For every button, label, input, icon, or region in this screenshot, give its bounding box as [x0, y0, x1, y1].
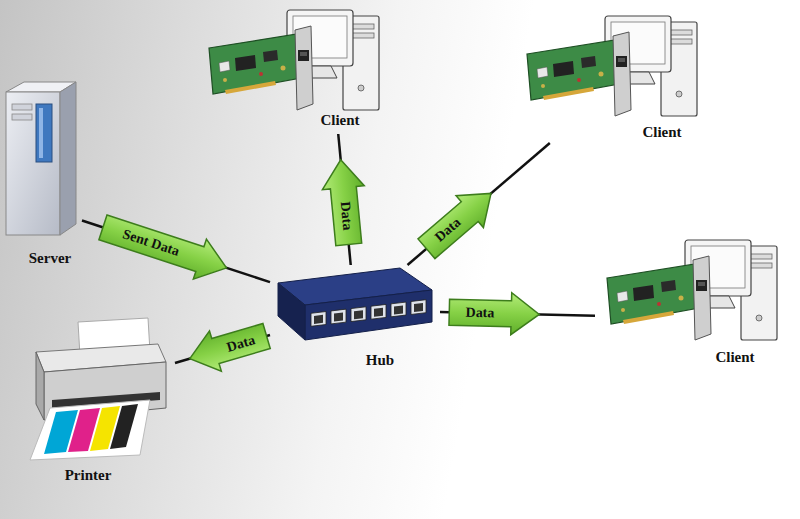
flow-arrow [320, 158, 370, 247]
network-hub: Hub [270, 265, 440, 370]
link-group [440, 291, 595, 335]
device-label: Client [320, 111, 359, 129]
flow-label: Data [225, 332, 257, 355]
flow-label: Data [432, 215, 464, 246]
network-cable [338, 134, 350, 265]
network-cable [175, 335, 270, 363]
printer-illustration [30, 318, 166, 460]
device-label: Printer [65, 466, 112, 484]
flow-arrow [184, 316, 273, 379]
client-computer: Client [200, 8, 380, 134]
flow-label: Data [337, 201, 356, 231]
network-cable [408, 143, 550, 265]
server-tower [6, 82, 76, 235]
flow-arrow [96, 207, 233, 287]
network-cable [82, 220, 270, 282]
device-label: Client [642, 123, 681, 141]
flow-arrow [413, 177, 505, 264]
flow-label: Sent Data [121, 226, 182, 260]
link-group [82, 207, 270, 287]
flow-arrow [449, 291, 540, 335]
client-computer: Client [595, 232, 775, 367]
server-tower: Server [0, 78, 82, 273]
flow-label: Data [466, 305, 495, 322]
client-computer-icon [607, 240, 777, 340]
client-computer-icon [209, 10, 379, 110]
network-hub [278, 268, 432, 340]
device-label: Client [715, 348, 754, 366]
link-group [320, 134, 370, 265]
client-computer: Client [520, 8, 710, 143]
device-label: Server [29, 249, 71, 267]
link-group [408, 143, 550, 265]
client-computer-icon [527, 16, 697, 116]
device-label: Hub [366, 351, 394, 369]
network-cable [440, 312, 595, 316]
printer: Printer [25, 318, 175, 488]
link-group [175, 316, 273, 379]
